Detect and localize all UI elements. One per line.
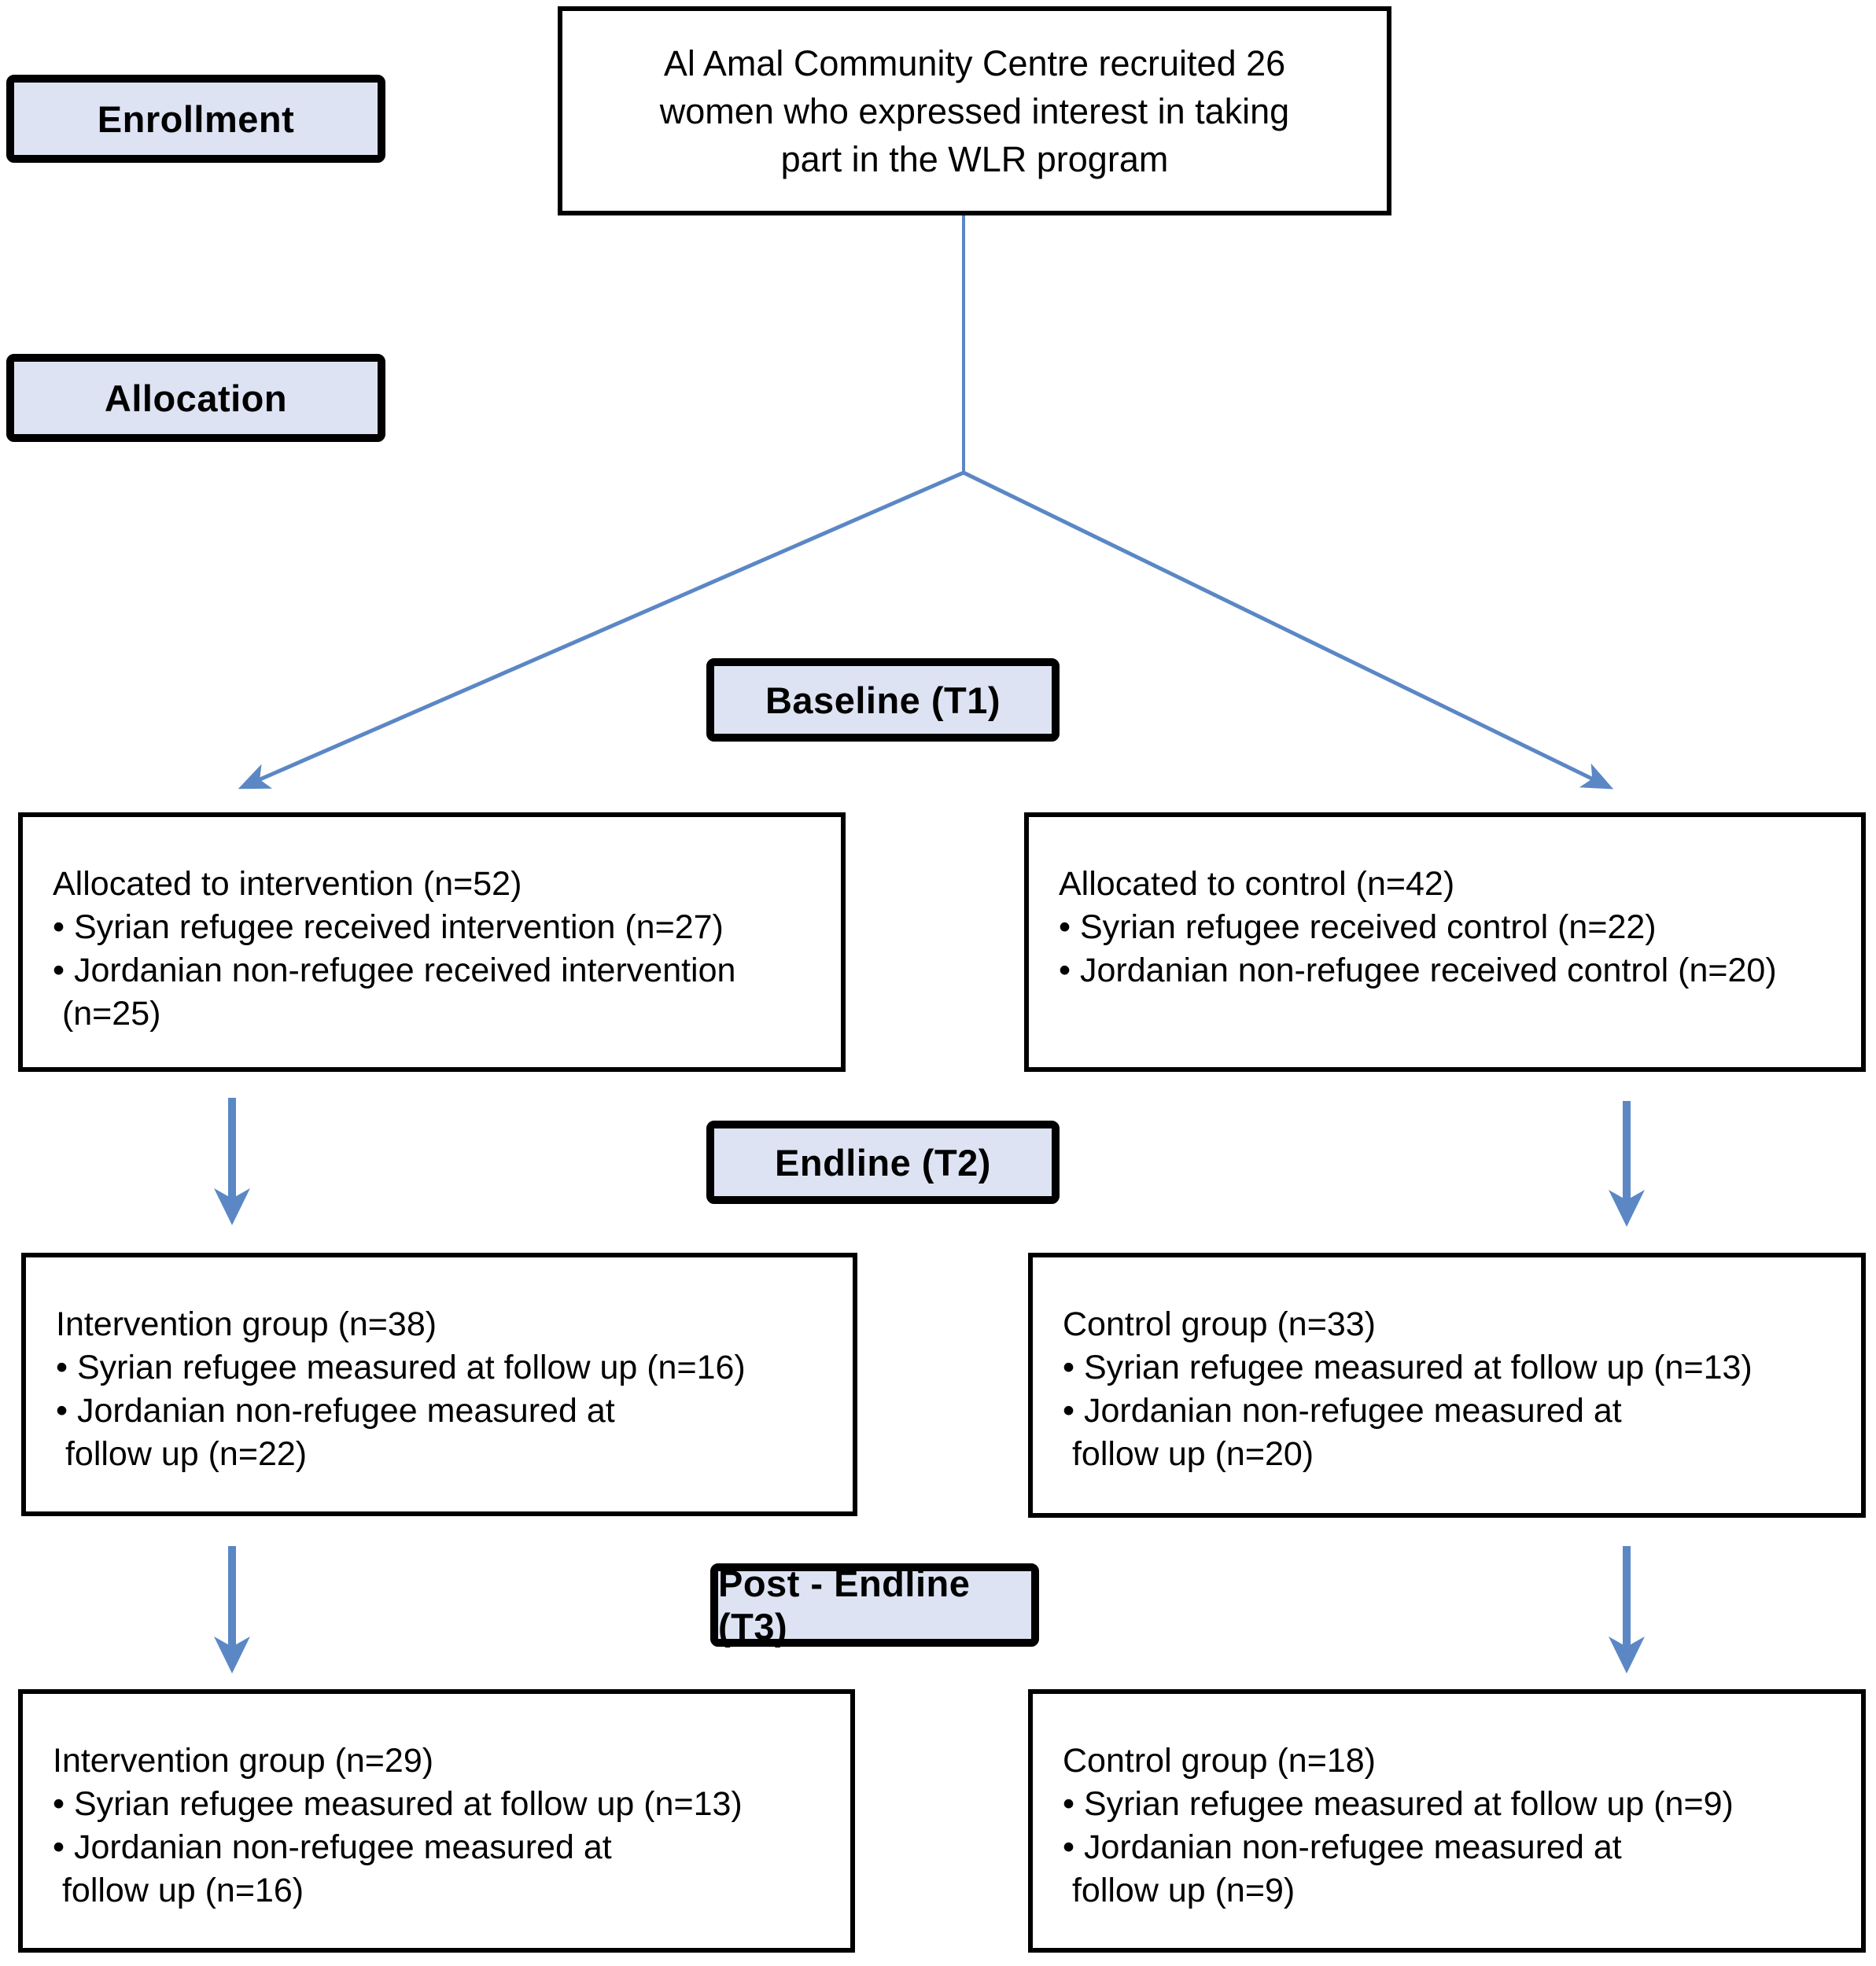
stage-label-baseline-t1: Baseline (T1) [706, 658, 1060, 742]
stage-label-enrollment: Enrollment [6, 75, 385, 163]
box-line: follow up (n=22) [56, 1435, 308, 1473]
box-line: (n=25) [53, 995, 161, 1033]
stage-label-endline-t2-text: Endline (T2) [775, 1141, 991, 1184]
box-line: part in the WLR program [780, 138, 1169, 179]
box-line: • Syrian refugee received intervention (… [53, 908, 724, 946]
box-line: Control group (n=33) [1063, 1305, 1376, 1343]
box-line: • Jordanian non-refugee received interve… [53, 952, 736, 989]
stage-label-post-endline-t3: Post - Endline (T3) [710, 1563, 1039, 1648]
allocated-intervention-box: Allocated to intervention (n=52) • Syria… [18, 812, 846, 1072]
post-endline-intervention-box: Intervention group (n=29) • Syrian refug… [18, 1689, 855, 1953]
stage-label-endline-t2: Endline (T2) [706, 1121, 1060, 1204]
endline-control-box: Control group (n=33) • Syrian refugee me… [1028, 1253, 1866, 1518]
box-line: • Syrian refugee received control (n=22) [1059, 908, 1657, 946]
box-line: • Jordanian non-refugee received control… [1059, 952, 1777, 989]
box-line: • Jordanian non-refugee measured at [56, 1392, 615, 1430]
allocated-control-box: Allocated to control (n=42) • Syrian ref… [1024, 812, 1866, 1072]
box-line: Intervention group (n=38) [56, 1305, 437, 1343]
box-line: • Jordanian non-refugee measured at [1063, 1828, 1622, 1866]
box-line: Control group (n=18) [1063, 1742, 1376, 1780]
box-line: • Syrian refugee measured at follow up (… [1063, 1785, 1734, 1823]
arrow-fork-to-intervention [238, 470, 964, 790]
box-line: • Syrian refugee measured at follow up (… [56, 1349, 746, 1386]
recruitment-box: Al Amal Community Centre recruited 26 wo… [558, 6, 1391, 215]
box-line: follow up (n=16) [53, 1872, 304, 1909]
stage-label-post-endline-t3-text: Post - Endline (T3) [718, 1563, 971, 1648]
endline-intervention-box: Intervention group (n=38) • Syrian refug… [21, 1253, 857, 1516]
box-line: • Syrian refugee measured at follow up (… [53, 1785, 743, 1823]
box-line: Allocated to intervention (n=52) [53, 865, 522, 903]
arrow-fork-to-control [962, 470, 1614, 790]
stage-label-baseline-t1-text: Baseline (T1) [765, 679, 1001, 721]
post-endline-control-box: Control group (n=18) • Syrian refugee me… [1028, 1689, 1866, 1953]
box-line: Allocated to control (n=42) [1059, 865, 1455, 903]
box-line: women who expressed interest in taking [659, 90, 1290, 131]
stage-label-enrollment-text: Enrollment [97, 98, 295, 140]
box-line: • Jordanian non-refugee measured at [53, 1828, 612, 1866]
box-line: follow up (n=20) [1063, 1435, 1314, 1473]
stage-label-allocation-text: Allocation [104, 377, 288, 419]
stage-label-allocation: Allocation [6, 354, 385, 442]
box-line: • Syrian refugee measured at follow up (… [1063, 1349, 1753, 1386]
box-line: • Jordanian non-refugee measured at [1063, 1392, 1622, 1430]
box-line: follow up (n=9) [1063, 1872, 1296, 1909]
box-line: Intervention group (n=29) [53, 1742, 434, 1780]
box-line: Al Amal Community Centre recruited 26 [663, 42, 1286, 83]
